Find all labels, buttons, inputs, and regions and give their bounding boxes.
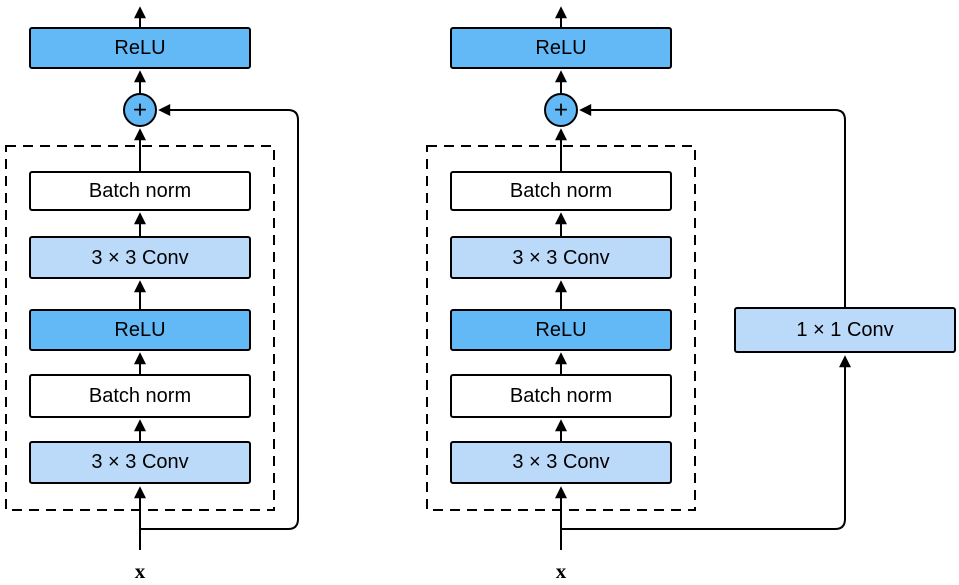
right-batchnorm-top-label: Batch norm	[510, 180, 612, 202]
right-sum-circle	[544, 93, 578, 127]
right-relu-mid-box	[450, 309, 672, 351]
left-output-relu-box	[29, 27, 251, 69]
right-conv3x3-bottom-label: 3 × 3 Conv	[512, 451, 609, 473]
right-skip-upper-line	[579, 104, 846, 308]
left-batchnorm-top-box	[29, 171, 251, 211]
right-conv1x1-skip-label: 1 × 1 Conv	[796, 319, 893, 341]
right-output-relu-box	[450, 27, 672, 69]
left-conv3x3-top-label: 3 × 3 Conv	[91, 247, 188, 269]
left-sum-plus-label: +	[133, 97, 147, 124]
left-batchnorm-bottom-box	[29, 374, 251, 418]
right-relu-mid-label: ReLU	[535, 319, 586, 341]
right-sum-plus-label: +	[554, 97, 568, 124]
left-skip-connection-line	[140, 104, 299, 530]
left-relu-mid-box	[29, 309, 251, 351]
right-output-relu-label: ReLU	[535, 37, 586, 59]
right-skip-lower-line	[561, 355, 851, 530]
left-relu-mid-label: ReLU	[114, 319, 165, 341]
right-conv3x3-bottom-box	[450, 441, 672, 484]
left-batchnorm-bottom-label: Batch norm	[89, 385, 191, 407]
left-conv3x3-bottom-label: 3 × 3 Conv	[91, 451, 188, 473]
left-conv3x3-bottom-box	[29, 441, 251, 484]
right-conv3x3-top-box	[450, 236, 672, 279]
right-batchnorm-bottom-label: Batch norm	[510, 385, 612, 407]
left-sum-circle	[123, 93, 157, 127]
left-input-label: x	[135, 559, 146, 583]
right-residual-block-diagram: ReLU + Batch norm 3 × 3 Conv ReLU Batch …	[426, 6, 956, 583]
right-batchnorm-top-box	[450, 171, 672, 211]
left-conv3x3-top-box	[29, 236, 251, 279]
left-batchnorm-top-label: Batch norm	[89, 180, 191, 202]
right-input-label: x	[556, 559, 567, 583]
left-residual-block-diagram: ReLU + Batch norm 3 × 3 Conv ReLU Batch …	[5, 6, 299, 583]
right-batchnorm-bottom-box	[450, 374, 672, 418]
right-conv3x3-top-label: 3 × 3 Conv	[512, 247, 609, 269]
left-output-relu-label: ReLU	[114, 37, 165, 59]
